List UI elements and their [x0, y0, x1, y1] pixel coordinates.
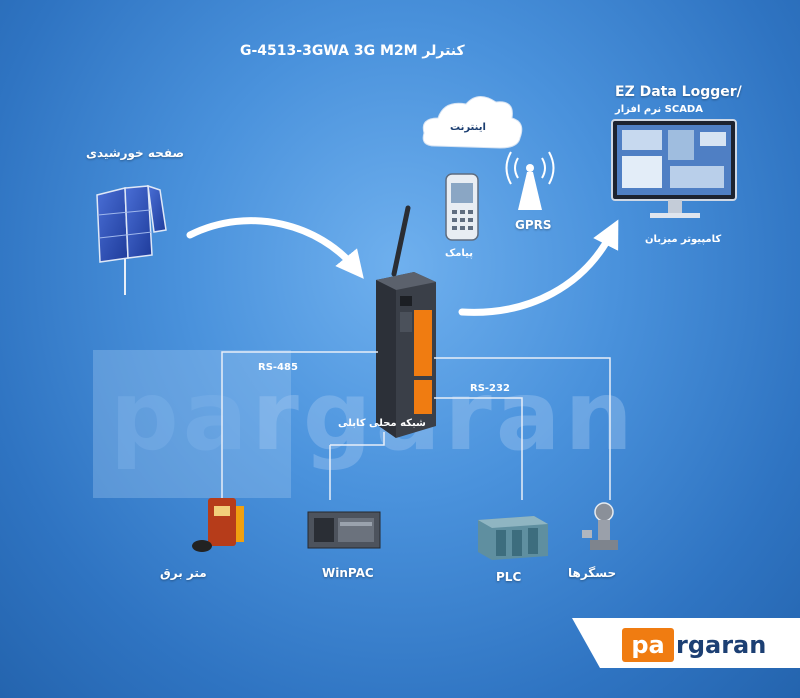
brand-logo: pa rgaran — [572, 618, 800, 668]
sms-label: پیامک — [445, 248, 474, 259]
connection-lines — [221, 351, 611, 500]
rs485-label: RS-485 — [258, 362, 298, 373]
diagram-title: کنترلر G-4513-3GWA 3G M2M — [240, 43, 465, 59]
sensors-icon — [582, 502, 618, 550]
logo-wordmark: rgaran — [676, 631, 767, 659]
host-computer-icon — [611, 119, 737, 218]
electric-meter-label: متر برق — [160, 566, 207, 580]
solar-to-controller-arrow — [186, 217, 364, 279]
controller-device-icon — [376, 205, 436, 438]
plc-icon — [478, 516, 548, 560]
watermark-box — [93, 350, 291, 498]
scada-label: نرم افزار SCADA — [615, 104, 703, 115]
data-logger-label: EZ Data Logger/ — [615, 84, 742, 100]
solar-panel-icon — [96, 184, 167, 295]
cloud-icon — [422, 96, 523, 149]
gprs-antenna-icon — [505, 151, 555, 210]
plc-label: PLC — [496, 570, 522, 584]
sensors-label: حسگرها — [568, 566, 617, 580]
winpac-label: WinPAC — [322, 566, 374, 580]
logo-pa-badge: pa — [622, 628, 674, 662]
winpac-icon — [307, 511, 381, 549]
lan-label: شبکه محلی کابلی — [338, 418, 426, 429]
host-computer-label: کامپیوتر میزبان — [645, 234, 722, 245]
controller-to-host-arrow — [458, 219, 619, 316]
electric-meter-icon — [192, 498, 244, 552]
watermark: pargaran — [110, 360, 637, 472]
internet-label: اینترنت — [450, 122, 486, 133]
mobile-phone-icon — [445, 173, 479, 241]
solar-panel-label: صفحه خورشیدی — [86, 146, 185, 160]
rs232-label: RS-232 — [470, 383, 510, 394]
gprs-label: GPRS — [515, 218, 552, 232]
